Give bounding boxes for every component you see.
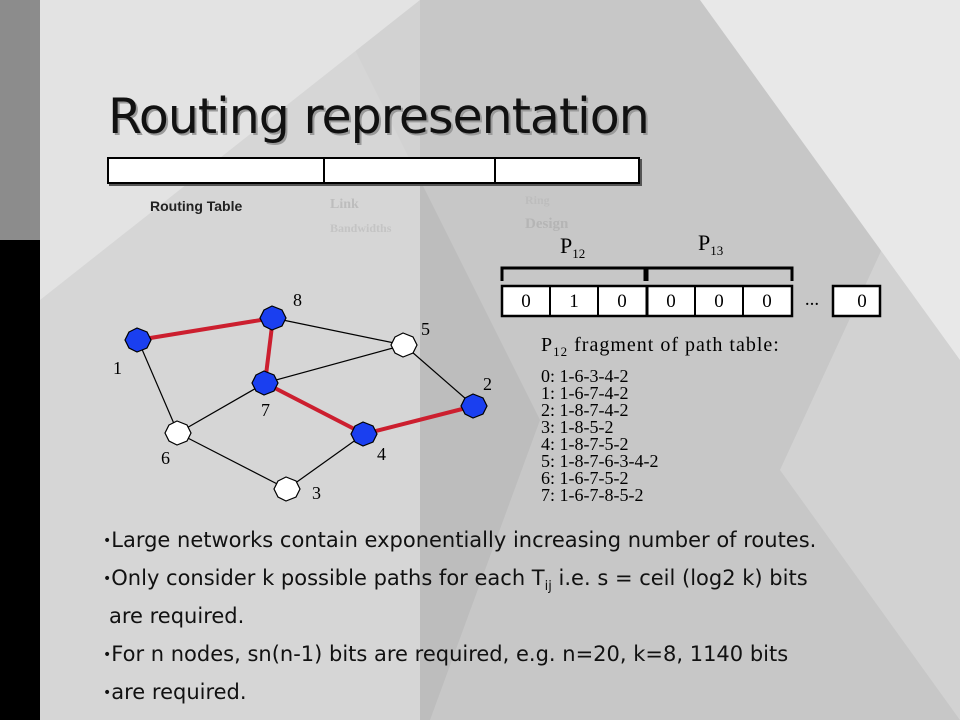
bullet-item: •Large networks contain exponentially in… — [103, 528, 817, 552]
node-label-1: 1 — [113, 358, 122, 378]
path-table-row: 7: 1-6-7-8-5-2 — [541, 485, 644, 505]
path-table-row: 1: 1-6-7-4-2 — [541, 383, 629, 403]
node-label-6: 6 — [161, 448, 170, 468]
gene-brackets — [500, 266, 794, 281]
bullet-list: •Large networks contain exponentially in… — [103, 523, 816, 713]
bit-cell: 0 — [857, 291, 867, 312]
ellipsis: ... — [805, 289, 819, 310]
path-edge-4-2 — [363, 404, 475, 436]
chromosome-segment-link-bandwidths — [323, 157, 496, 184]
p12-label: P12 — [560, 233, 585, 261]
node-label-7: 7 — [261, 400, 270, 420]
label-ring: Ring — [525, 193, 550, 207]
node-label-2: 2 — [483, 374, 492, 394]
edge-3-4 — [286, 433, 365, 490]
path-edge-1-8 — [137, 316, 274, 342]
highlighted-path — [137, 316, 475, 436]
path-table-row: 3: 1-8-5-2 — [541, 417, 614, 437]
bit-cell: 0 — [714, 291, 724, 312]
node-3 — [273, 476, 301, 502]
node-2 — [460, 393, 488, 419]
bit-cell-last-box — [831, 284, 882, 318]
node-1 — [124, 327, 152, 353]
node-labels: 1 8 5 7 2 4 6 3 — [113, 290, 492, 503]
bullet-continuation: are required. — [109, 604, 245, 628]
bit-cell: 0 — [521, 291, 531, 312]
label-bandwidths: Bandwidths — [330, 221, 392, 235]
path-table-title: P12 fragment of path table: — [541, 334, 780, 359]
bullet-item: •For n nodes, sn(n-1) bits are required,… — [103, 642, 789, 666]
path-table-row: 0: 1-6-3-4-2 — [541, 366, 629, 386]
chromosome-segment-ring-design — [494, 157, 640, 184]
bit-cell: 1 — [569, 291, 579, 312]
node-8 — [259, 305, 287, 331]
path-edge-7-4 — [264, 381, 365, 436]
node-label-4: 4 — [377, 444, 386, 464]
network-edges — [137, 317, 475, 490]
path-table-row: 2: 1-8-7-4-2 — [541, 400, 629, 420]
node-4 — [350, 421, 378, 447]
bullet-item: •Only consider k possible paths for each… — [103, 566, 808, 595]
path-table-row: 6: 1-6-7-5-2 — [541, 468, 629, 488]
bullet-item: •are required. — [103, 680, 247, 704]
edge-7-5 — [264, 344, 405, 384]
path-table: 0: 1-6-3-4-2 1: 1-6-7-4-2 2: 1-8-7-4-2 3… — [541, 366, 659, 505]
label-design: Design — [525, 216, 569, 232]
path-table-row: 4: 1-8-7-5-2 — [541, 434, 629, 454]
node-6 — [164, 420, 192, 446]
node-label-3: 3 — [312, 483, 321, 503]
bit-cell: 0 — [762, 291, 772, 312]
bit-cell: 0 — [666, 291, 676, 312]
bit-cells: 0 1 0 0 0 0 ... 0 — [500, 284, 882, 318]
node-label-8: 8 — [293, 290, 302, 310]
edge-8-5 — [272, 317, 405, 346]
bit-cell: 0 — [617, 291, 627, 312]
label-routing-table: Routing Table — [150, 198, 243, 214]
path-table-row: 5: 1-8-7-6-3-4-2 — [541, 451, 659, 471]
edge-1-6 — [137, 339, 179, 434]
edge-6-3 — [177, 432, 288, 490]
p13-label: P13 — [698, 230, 723, 258]
node-label-5: 5 — [421, 319, 430, 339]
network-nodes — [124, 305, 488, 502]
slide-title: Routing representation — [108, 88, 650, 145]
label-link: Link — [330, 197, 359, 212]
node-5 — [390, 332, 418, 358]
edge-5-2 — [403, 344, 475, 407]
edge-7-6 — [177, 382, 266, 434]
node-7 — [251, 370, 279, 396]
